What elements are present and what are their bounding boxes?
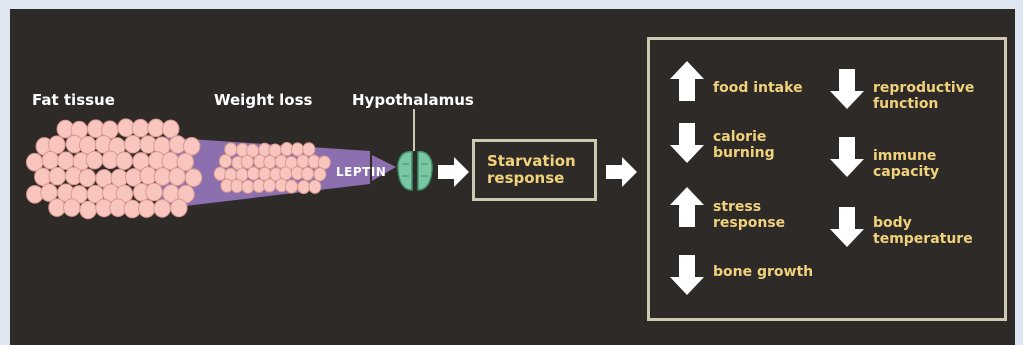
arrow-to-effects-icon <box>606 157 638 187</box>
fat-cell <box>154 168 171 186</box>
fat-tissue-label: Fat tissue <box>32 91 115 109</box>
fat-cell <box>79 169 96 187</box>
fat-cell <box>185 169 202 187</box>
effect-label: body temperature <box>873 215 973 247</box>
fat-cell <box>247 167 259 180</box>
fat-cell <box>241 155 253 168</box>
effect-label: calorie burning <box>713 129 775 161</box>
effect-label: bone growth <box>713 264 813 280</box>
effect-label: food intake <box>713 80 803 96</box>
arrow-up-icon <box>670 61 704 101</box>
fat-cell <box>148 119 165 137</box>
fat-cell <box>138 200 155 218</box>
fat-cell <box>264 156 276 169</box>
fat-cell <box>263 179 275 192</box>
arrow-up-icon <box>670 187 704 227</box>
fat-cell <box>298 180 310 193</box>
fat-cell <box>162 120 179 138</box>
fat-cell <box>219 155 231 168</box>
leptin-label: LEPTIN <box>336 165 386 179</box>
hypothalamus-pointer <box>412 109 416 151</box>
fat-cell <box>314 168 326 181</box>
fat-cell <box>285 180 297 193</box>
weight-loss-label: Weight loss <box>214 91 312 109</box>
arrow-down-icon <box>830 69 864 109</box>
effect-label: immune capacity <box>873 148 939 180</box>
fat-cell <box>118 119 134 137</box>
starvation-response-box: Starvation response <box>472 139 597 201</box>
arrow-down-icon <box>830 137 864 177</box>
fat-cell <box>162 152 179 170</box>
fat-cell <box>63 199 79 217</box>
fat-cell <box>49 167 66 185</box>
effect-label: reproductive function <box>873 80 974 112</box>
hypothalamus-icon <box>397 150 433 192</box>
fat-tissue-cluster <box>28 121 198 221</box>
fat-cell <box>318 156 330 169</box>
fat-cell <box>154 200 171 218</box>
fat-cell <box>242 180 254 193</box>
effect-label: stress response <box>713 199 785 231</box>
fat-cell <box>169 168 186 186</box>
fat-cell <box>42 151 59 169</box>
fat-cell <box>49 199 66 217</box>
fat-cell <box>280 167 292 180</box>
hypothalamus-label: Hypothalamus <box>352 91 474 109</box>
fat-cell <box>132 119 149 137</box>
fat-cell <box>125 135 142 153</box>
fat-cell <box>183 137 200 155</box>
arrow-down-icon <box>670 255 704 295</box>
weight-loss-cluster <box>215 144 330 199</box>
fat-cell <box>86 151 103 169</box>
fat-cell <box>303 143 315 156</box>
arrow-down-icon <box>830 207 864 247</box>
fat-cell <box>116 152 132 170</box>
arrow-down-icon <box>670 123 704 163</box>
leptin-diagram: Fat tissue Weight loss Hypothalamus LEPT… <box>10 9 1015 345</box>
fat-cell <box>297 155 309 168</box>
fat-cell <box>171 199 188 217</box>
fat-cell <box>231 179 243 192</box>
fat-cell <box>80 201 97 219</box>
fat-cell <box>309 180 321 193</box>
arrow-to-starvation-icon <box>438 157 470 187</box>
fat-cell <box>302 167 314 180</box>
fat-cell <box>291 143 303 156</box>
fat-cell <box>146 183 163 201</box>
